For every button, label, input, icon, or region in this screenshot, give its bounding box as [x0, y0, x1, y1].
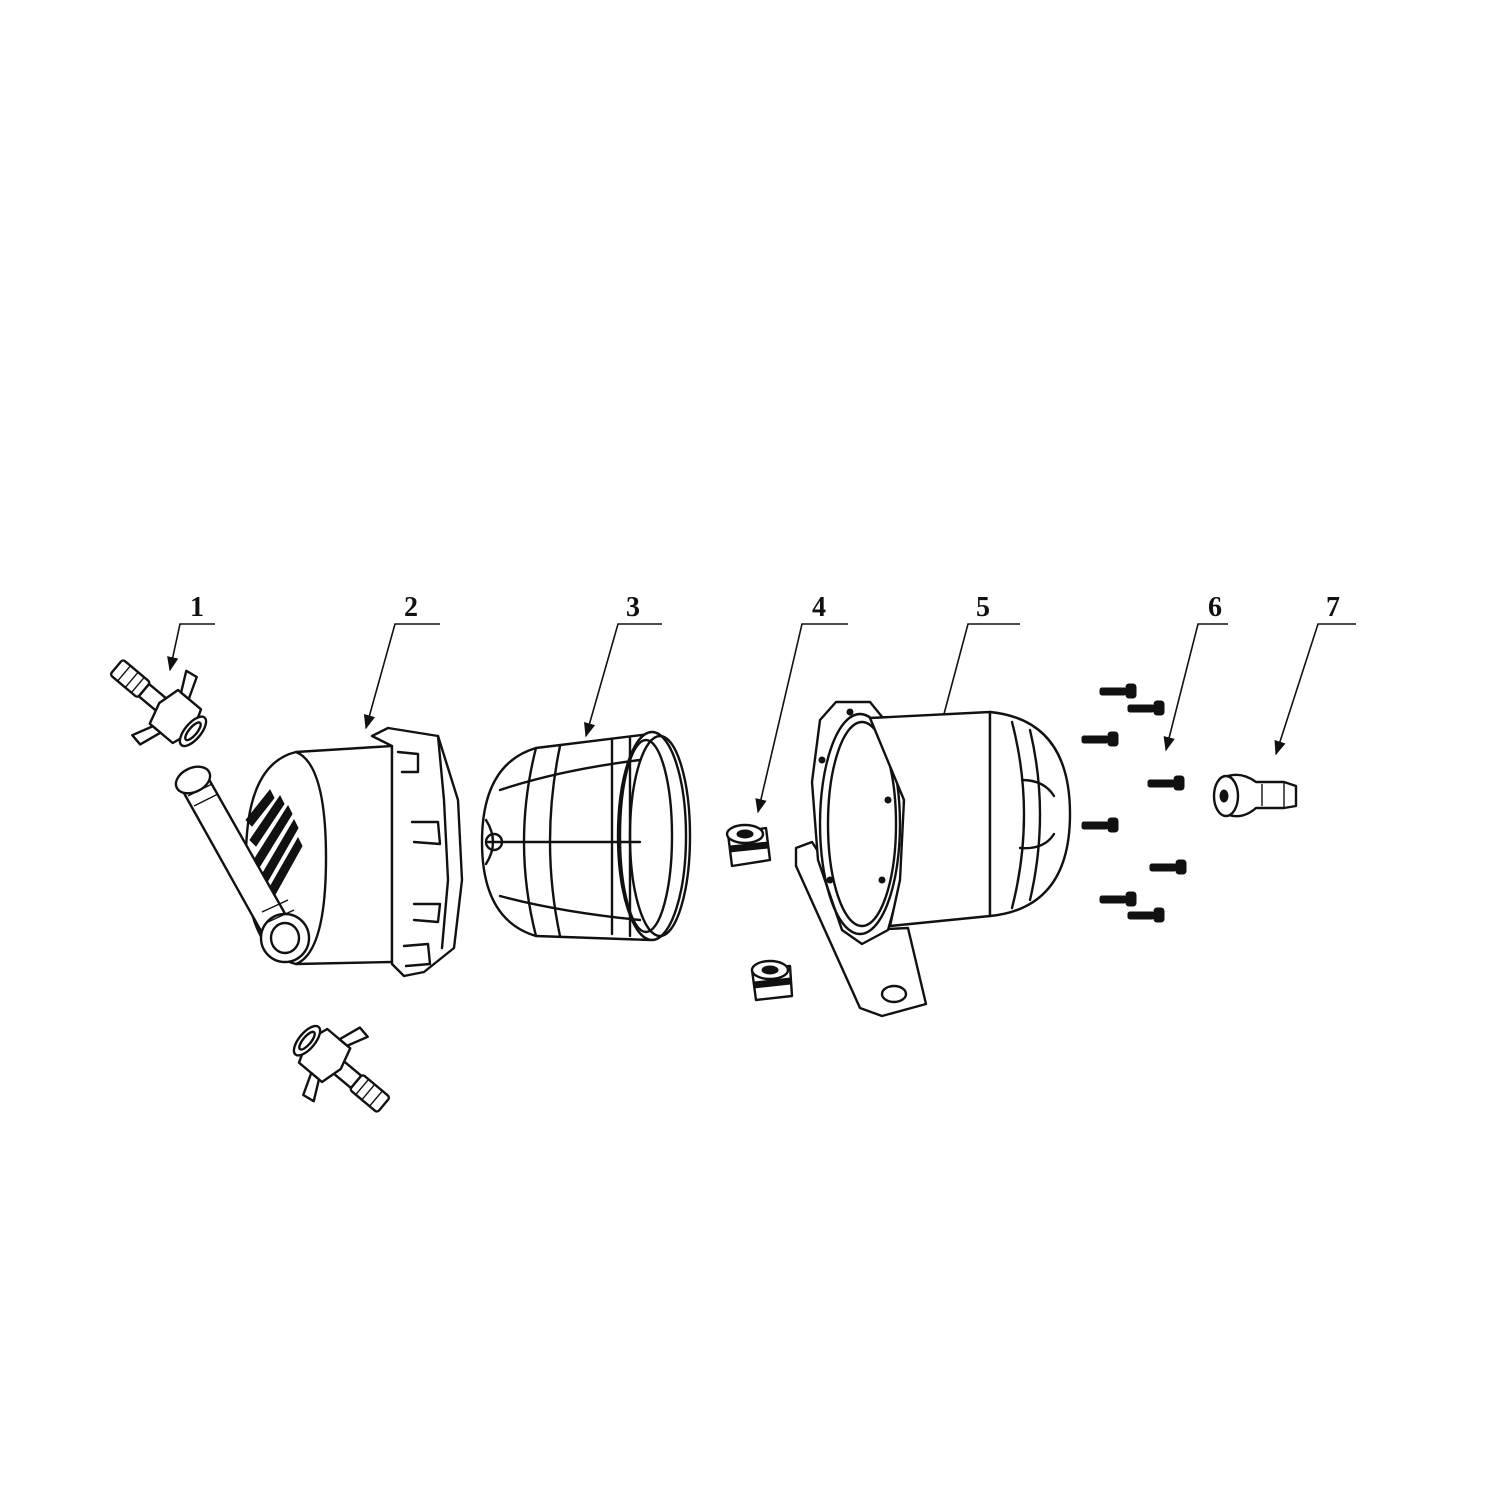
screw	[1081, 731, 1119, 747]
callout-7: 7	[1274, 592, 1356, 756]
valve-seal-upper	[725, 823, 772, 868]
motor-body	[794, 700, 1072, 1018]
callout-5-label: 5	[976, 592, 990, 623]
valve-stem	[1212, 773, 1298, 818]
screw	[1127, 700, 1165, 716]
valve-seal-lower	[750, 959, 794, 1002]
callout-6: 6	[1163, 592, 1228, 752]
pump-housing	[174, 726, 464, 978]
impeller-cage	[480, 730, 692, 942]
callout-1-label: 1	[190, 592, 204, 623]
callout-6-label: 6	[1208, 592, 1222, 623]
callout-2: 2	[363, 592, 440, 730]
callout-2-label: 2	[404, 592, 418, 623]
screw	[1147, 775, 1185, 791]
screw	[1081, 817, 1119, 833]
callout-7-label: 7	[1326, 592, 1340, 623]
callout-3-label: 3	[626, 592, 640, 623]
screw	[1149, 859, 1187, 875]
screws	[1081, 683, 1187, 923]
screw	[1127, 907, 1165, 923]
callout-5: 5	[933, 592, 1020, 746]
screw	[1099, 891, 1137, 907]
callout-3: 3	[584, 592, 662, 738]
callout-1: 1	[167, 592, 215, 672]
hose-connector-upper	[109, 659, 208, 748]
screw	[1099, 683, 1137, 699]
callout-4-label: 4	[812, 592, 826, 623]
callout-4: 4	[755, 592, 848, 814]
hose-connector-lower	[292, 1024, 391, 1113]
